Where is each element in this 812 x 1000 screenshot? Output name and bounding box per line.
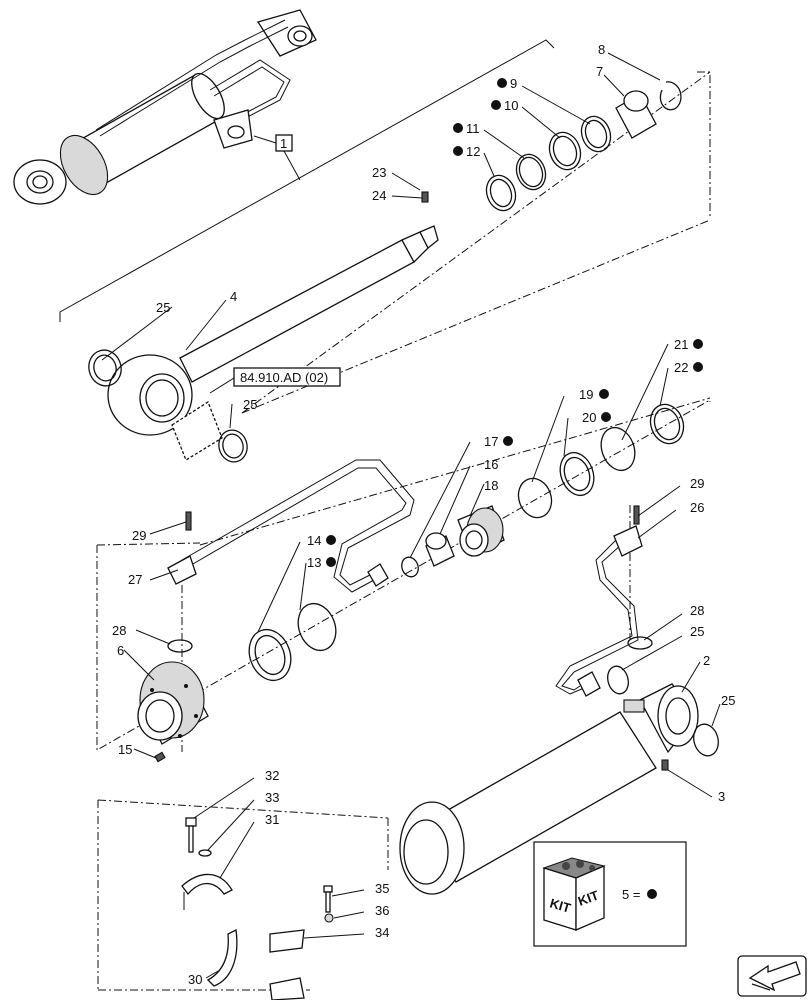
callout-21: 21	[674, 337, 688, 352]
callout-32: 32	[265, 768, 279, 783]
callout-10: 10	[504, 98, 518, 113]
callout-34: 34	[375, 925, 389, 940]
kit-box-icon: KIT KIT	[542, 857, 606, 931]
navigation-arrow-button[interactable]	[737, 955, 807, 997]
callout-33: 33	[265, 790, 279, 805]
kit-dot-19	[599, 389, 609, 399]
callout-20: 20	[582, 410, 596, 425]
kit-dot-9	[497, 78, 507, 88]
callout-6: 6	[117, 643, 124, 658]
callout-11: 11	[466, 121, 480, 136]
kit-dot-20	[601, 412, 611, 422]
kit-legend-dot	[647, 889, 657, 899]
callout-22: 22	[674, 360, 688, 375]
callout-8: 8	[598, 42, 605, 57]
callout-24: 24	[372, 188, 386, 203]
callout-25-c: 25	[690, 624, 704, 639]
callout-12: 12	[466, 144, 480, 159]
barrel-section	[399, 505, 719, 895]
callout-25-a: 25	[156, 300, 170, 315]
kit-dot-10	[491, 100, 501, 110]
kit-legend: KIT KIT 5 =	[533, 841, 687, 947]
callout-16: 16	[484, 457, 498, 472]
kit-dot-11	[453, 123, 463, 133]
callout-28-a: 28	[112, 623, 126, 638]
callout-35: 35	[375, 881, 389, 896]
callout-27: 27	[128, 572, 142, 587]
kit-dot-13	[326, 557, 336, 567]
callout-4: 4	[230, 289, 237, 304]
callout-30: 30	[188, 972, 202, 987]
callout-7: 7	[596, 64, 603, 79]
kit-dot-22	[693, 362, 703, 372]
rod-section	[88, 71, 711, 463]
arrow-icon	[748, 961, 801, 992]
reference-link[interactable]: 84.910.AD (02)	[209, 367, 341, 394]
callout-26: 26	[690, 500, 704, 515]
callout-2: 2	[703, 653, 710, 668]
callout-15: 15	[118, 742, 132, 757]
kit-dot-12	[453, 146, 463, 156]
kit-dot-17	[503, 436, 513, 446]
piston-section	[96, 397, 711, 763]
callout-17: 17	[484, 434, 498, 449]
kit-dot-14	[326, 535, 336, 545]
clamp-section	[97, 799, 389, 1000]
assembly-overview	[13, 9, 317, 205]
callout-labels: 1 2 3 4 6 7 8 9 10 11 12 13 14 15 16 17 …	[112, 42, 735, 987]
callout-1: 1	[280, 136, 287, 151]
callout-36: 36	[375, 903, 389, 918]
kit-box-label-right: KIT	[576, 888, 601, 909]
callout-31: 31	[265, 812, 279, 827]
callout-3: 3	[718, 789, 725, 804]
overview-bracket	[59, 39, 555, 322]
callout-25-b: 25	[243, 397, 257, 412]
callout-18: 18	[484, 478, 498, 493]
callout-28-b: 28	[690, 603, 704, 618]
reference-text: 84.910.AD (02)	[240, 370, 328, 385]
callout-19: 19	[579, 387, 593, 402]
kit-dot-21	[693, 339, 703, 349]
callout-14: 14	[307, 533, 321, 548]
callout-29-b: 29	[690, 476, 704, 491]
callout-9: 9	[510, 76, 517, 91]
callout-23: 23	[372, 165, 386, 180]
leader-lines	[101, 52, 721, 979]
kit-box-label-left: KIT	[548, 895, 572, 915]
callout-29-a: 29	[132, 528, 146, 543]
kit-legend-text: 5 =	[622, 887, 640, 902]
callout-13: 13	[307, 555, 321, 570]
callout-25-d: 25	[721, 693, 735, 708]
